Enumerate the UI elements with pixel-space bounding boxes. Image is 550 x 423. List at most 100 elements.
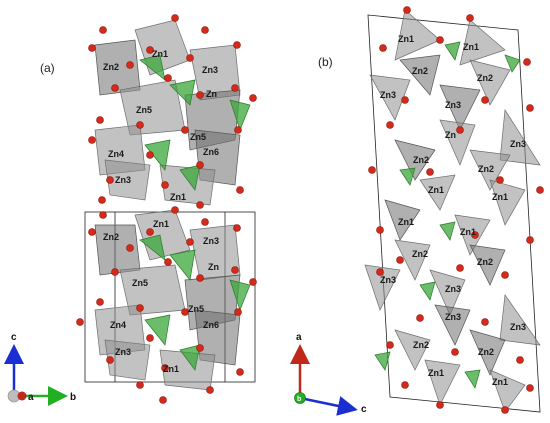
site-label-zn5: Zn5 [190, 132, 206, 142]
zn-polyhedron [469, 59, 511, 106]
zn-polyhedron [394, 329, 431, 371]
site-label-zn1: Zn1 [492, 377, 508, 387]
zn-polyhedron [419, 174, 456, 211]
zn-polyhedron [429, 269, 466, 316]
site-label-zn3: Zn3 [445, 312, 461, 322]
zn-polyhedron [394, 139, 436, 181]
site-label-zn3: Zn3 [380, 90, 396, 100]
site-label-zn3: Zn3 [510, 322, 526, 332]
axis-a-end-icon [17, 391, 27, 401]
panel-a: (a) [4, 14, 257, 406]
site-label-zn1: Zn1 [398, 34, 414, 44]
zn-polyhedron [394, 239, 431, 281]
axis-label-b: b [70, 392, 76, 403]
site-label-zn2: Zn2 [413, 340, 429, 350]
site-labels-a: Zn1 Zn2 Zn3 Zn Zn5 Zn5 Zn4 Zn6 Zn3 Zn1 Z… [103, 49, 219, 374]
panel-b: (b) [290, 6, 544, 416]
zn-polyhedron [489, 179, 526, 226]
axis-label-b: b [297, 396, 301, 403]
site-label-zn5: Zn5 [188, 304, 204, 314]
phosphate-tetrahedron [169, 249, 196, 281]
site-label-zn2: Zn2 [477, 257, 493, 267]
axis-triad-b: a c b [290, 332, 367, 416]
site-label-zn2: Zn2 [412, 249, 428, 259]
oxygen-atoms-a [76, 14, 257, 404]
site-label-zn1: Zn1 [398, 217, 414, 227]
site-label-zn3: Zn3 [115, 175, 131, 185]
phosphate-tetrahedron [229, 99, 251, 132]
site-label-zn6: Zn6 [203, 320, 219, 330]
zn-polyhedron [189, 44, 241, 101]
panel-a-label: (a) [40, 61, 55, 75]
zn-polyhedron [469, 329, 506, 376]
phosphate-tetrahedron [504, 54, 521, 73]
site-labels-b: Zn1 Zn1 Zn2 Zn2 Zn3 Zn3 Zn Zn3 Zn2 Zn2 Z… [380, 34, 526, 387]
upper-polyhedra-a [94, 19, 251, 206]
site-label-zn2: Zn2 [103, 232, 119, 242]
zn-polyhedron [499, 294, 541, 346]
phosphate-tetrahedron [144, 139, 171, 171]
site-label-zn1: Zn1 [492, 192, 508, 202]
site-label-zn3: Zn3 [445, 284, 461, 294]
site-label-zn1: Zn1 [170, 192, 186, 202]
phosphate-tetrahedron [169, 79, 196, 106]
phosphate-tetrahedron [419, 281, 436, 301]
site-label-zn3: Zn3 [380, 275, 396, 285]
phosphate-tetrahedron [139, 54, 166, 81]
site-label-zn3: Zn3 [445, 100, 461, 110]
zn-polyhedron [439, 84, 481, 131]
axis-origin-atom [294, 392, 306, 404]
site-label-zn4: Zn4 [110, 320, 126, 330]
site-label-zn1: Zn1 [163, 364, 179, 374]
site-label-zn1: Zn1 [428, 368, 444, 378]
site-label-zn1: Zn1 [463, 42, 479, 52]
axis-triad-a: c b a [4, 332, 76, 406]
site-label-zn1: Zn1 [153, 219, 169, 229]
phosphate-tetrahedron [399, 167, 416, 186]
zn-polyhedron [499, 108, 541, 166]
site-label-zn2: Zn2 [478, 347, 494, 357]
site-label-zn2: Zn2 [413, 155, 429, 165]
axis-c-arrow [299, 396, 358, 416]
phosphate-tetrahedron [439, 221, 456, 241]
phosphate-tetrahedron [144, 314, 171, 346]
site-label-zn2: Zn2 [478, 164, 494, 174]
phosphate-tetrahedron [229, 279, 251, 312]
zn-polyhedron [364, 264, 401, 311]
zn-polyhedron [394, 9, 441, 61]
site-label-zn5: Zn5 [132, 278, 148, 288]
lower-polyhedra-a [94, 209, 251, 391]
axis-label-a: a [28, 392, 34, 403]
site-label-zn1: Zn1 [460, 227, 476, 237]
zn-polyhedron [384, 199, 421, 241]
site-label-zn-partial: Zn [445, 130, 456, 140]
axis-label-c: c [361, 404, 367, 415]
zn-polyhedron [469, 244, 506, 286]
axis-label-a: a [296, 332, 302, 343]
phosphate-tetrahedron [444, 41, 461, 61]
zn-polyhedron [434, 304, 471, 346]
site-label-zn2: Zn2 [103, 62, 119, 72]
phosphate-tetrahedron [139, 234, 166, 261]
zn-polyhedron [439, 119, 476, 166]
site-label-zn3: Zn3 [203, 236, 219, 246]
site-label-zn3: Zn3 [115, 347, 131, 357]
phosphate-tetrahedron [374, 351, 391, 371]
site-label-zn-partial: Zn [208, 262, 219, 272]
zn-polyhedron [399, 54, 441, 96]
oxygen-atoms-b [368, 6, 544, 414]
zn-polyhedron [424, 359, 461, 406]
site-label-zn2: Zn2 [477, 73, 493, 83]
site-label-zn6: Zn6 [203, 147, 219, 157]
site-label-zn4: Zn4 [108, 149, 124, 159]
site-label-zn3: Zn3 [202, 65, 218, 75]
site-label-zn1: Zn1 [152, 49, 168, 59]
phosphate-tetrahedron [179, 344, 201, 371]
zn-polyhedron [194, 309, 241, 366]
panel-b-label: (b) [318, 55, 333, 69]
polyhedra-b [364, 9, 541, 413]
zn-polyhedron [469, 149, 511, 191]
site-label-zn1: Zn1 [428, 185, 444, 195]
axis-label-c: c [11, 332, 17, 343]
